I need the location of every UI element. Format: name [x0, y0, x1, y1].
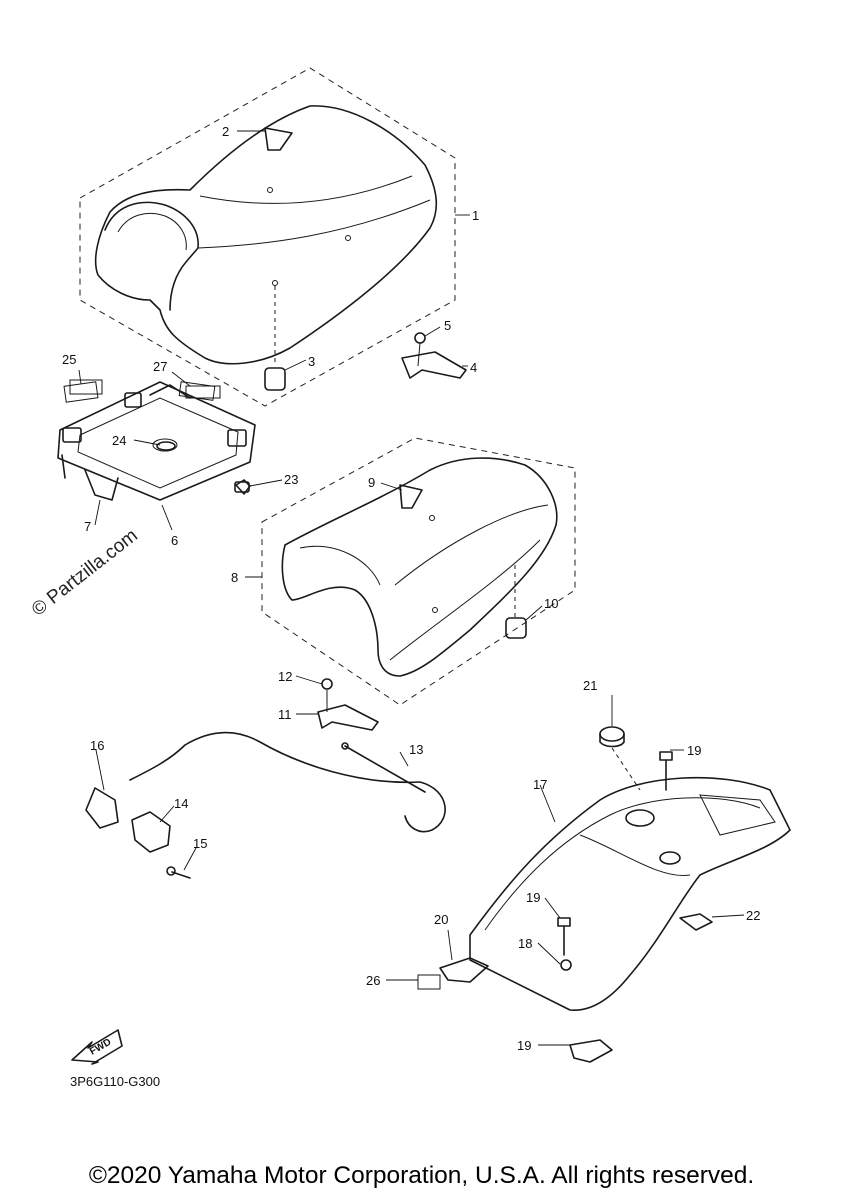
callout-3: 3: [308, 354, 315, 369]
rear-seat-assembly: [261, 437, 576, 706]
callout-22: 21: [583, 678, 597, 693]
callout-25: 24: [112, 433, 126, 448]
callout-11: 11: [278, 707, 292, 722]
forward-arrow: FWD: [71, 1029, 123, 1065]
callout-14: 14: [174, 796, 188, 811]
callout-16: 16: [90, 738, 104, 753]
copyright-footer: ©2020 Yamaha Motor Corporation, U.S.A. A…: [88, 1162, 755, 1189]
callout-20: 19: [517, 1038, 531, 1053]
diagram-code: 3P6G110-G300: [70, 1074, 161, 1089]
seat-lock-cable: [85, 731, 446, 879]
callout-17: 17: [533, 777, 547, 792]
front-seat-assembly: [79, 67, 456, 407]
callout-27: 26: [366, 973, 380, 988]
callout-13: 13: [409, 742, 423, 757]
callout-19-upper: 19: [687, 743, 701, 758]
callout-18: 18: [518, 936, 532, 951]
callout-2: 2: [222, 124, 229, 139]
rear-seat-frame: [469, 776, 791, 1011]
callout-5: 5: [444, 318, 451, 333]
callout-7: 7: [84, 519, 91, 534]
callout-26: 25: [62, 352, 76, 367]
callout-10: 10: [544, 596, 558, 611]
callout-15: 15: [193, 836, 207, 851]
rear-seat-bracket: [317, 678, 379, 731]
callout-8: 8: [231, 570, 238, 585]
callout-28: 27: [153, 359, 167, 374]
leader-lines: [78, 130, 745, 1046]
callout-1: 1: [472, 208, 479, 223]
callout-21: 20: [434, 912, 448, 927]
callout-24: 23: [284, 472, 298, 487]
hardware-parts: [69, 379, 713, 1063]
callout-numbers: 2 1 3 4 5 25 27 24 23 7 6 8 9 10 12 11 1…: [62, 124, 760, 1053]
callout-4: 4: [470, 360, 477, 375]
front-seat-bracket: [401, 332, 467, 379]
callout-12: 12: [278, 669, 292, 684]
callout-6: 6: [171, 533, 178, 548]
callout-9: 9: [368, 475, 375, 490]
callout-23: 22: [746, 908, 760, 923]
seat-base-frame: [57, 381, 256, 501]
callout-19-lower: 19: [526, 890, 540, 905]
